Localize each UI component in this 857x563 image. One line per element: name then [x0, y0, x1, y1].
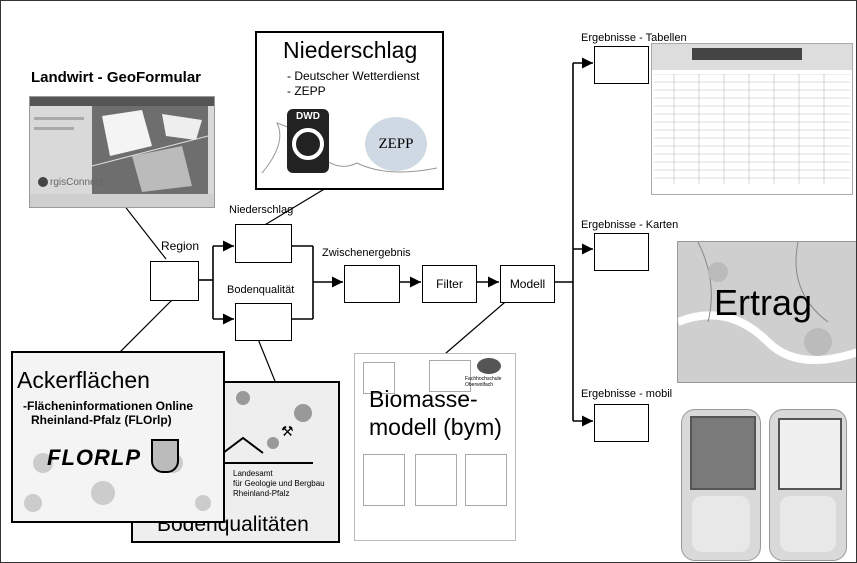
florlp-text-1: -Flächeninformationen Online — [23, 399, 194, 413]
biomasse-diagram: Fachhochschule Oberwolfach Biomasse- mod… — [354, 353, 516, 541]
rgisconnect-logo: rgisConnect — [50, 177, 104, 188]
lgb-text-1: Landesamt — [233, 469, 273, 478]
karten-label: Ergebnisse - Karten — [581, 219, 679, 231]
lgb-text-2: für Geologie und Bergbau — [233, 479, 325, 488]
geoformular-screenshot: rgisConnect — [29, 96, 215, 208]
tabellen-screenshot — [651, 43, 853, 195]
fh-text-2: Oberwolfach — [465, 382, 494, 388]
niederschlag-title: Niederschlag — [283, 37, 418, 63]
mobile-phone-left — [681, 409, 761, 561]
bodenqualitaet-flow-label: Bodenqualität — [227, 284, 295, 296]
rlp-coat-of-arms-icon — [151, 439, 179, 473]
modell-box: Modell — [500, 265, 555, 303]
fh-text-1: Fachhochschule — [465, 376, 502, 382]
filter-box: Filter — [422, 265, 477, 303]
tabellen-label: Ergebnisse - Tabellen — [581, 32, 687, 44]
ackerflaechen-panel: Ackerflächen -Flächeninformationen Onlin… — [11, 351, 225, 523]
biomasse-title-2: modell (bym) — [369, 414, 502, 440]
region-label: Region — [161, 239, 200, 253]
landwirt-title: Landwirt - GeoFormular — [31, 69, 202, 86]
niederschlag-panel: Niederschlag - Deutscher Wetterdienst - … — [255, 31, 444, 190]
mobil-label: Ergebnisse - mobil — [581, 388, 673, 400]
dwd-logo: DWD — [287, 109, 329, 173]
biomasse-title-1: Biomasse- — [369, 386, 478, 412]
hammer-pick-icon: ⚒ — [281, 423, 294, 439]
zwischenergebnis-box — [344, 265, 400, 303]
zwischenergebnis-label: Zwischenergebnis — [322, 247, 411, 259]
ertrag-label: Ertrag — [714, 282, 813, 323]
florlp-text-2: Rheinland-Pfalz (FLOrlp) — [31, 413, 172, 427]
rgisconnect-icon — [38, 177, 48, 187]
karten-map-screenshot: Ertrag — [677, 241, 856, 383]
fh-logo — [477, 358, 501, 374]
niederschlag-box — [235, 224, 292, 263]
zepp-logo: ZEPP — [365, 117, 427, 171]
filter-label: Filter — [436, 277, 463, 291]
mobile-phone-right — [769, 409, 847, 561]
dwd-text: - Deutscher Wetterdienst — [287, 69, 420, 83]
ackerflaechen-title: Ackerflächen — [17, 367, 150, 393]
bodenqualitaet-box — [235, 303, 292, 341]
lgb-text-3: Rheinland-Pfalz — [233, 489, 290, 498]
niederschlag-flow-label: Niederschlag — [229, 204, 294, 216]
region-box — [150, 261, 199, 301]
florlp-logo: FLORLP — [47, 445, 141, 470]
tabellen-box — [594, 46, 649, 84]
karten-box — [594, 233, 649, 271]
modell-label: Modell — [509, 277, 546, 291]
mobil-box — [594, 404, 649, 442]
zepp-text: - ZEPP — [287, 84, 326, 98]
